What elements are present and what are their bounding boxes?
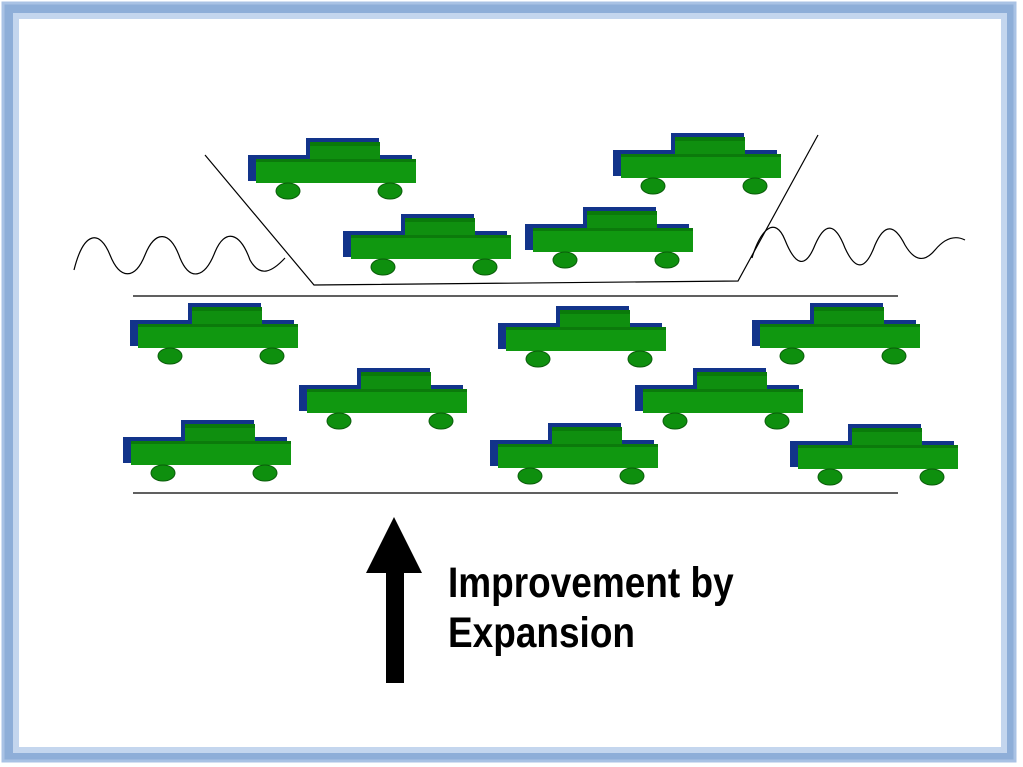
car bbox=[751, 302, 921, 365]
car bbox=[489, 422, 659, 485]
car bbox=[612, 132, 782, 195]
car bbox=[789, 423, 959, 486]
car bbox=[247, 137, 417, 200]
car bbox=[122, 419, 292, 482]
caption-line-2: Expansion bbox=[448, 609, 635, 657]
car bbox=[298, 367, 468, 430]
caption: Improvement by Expansion bbox=[448, 558, 809, 658]
wavy-line-left bbox=[73, 235, 286, 275]
car bbox=[524, 206, 694, 269]
car bbox=[129, 302, 299, 365]
wavy-line-right bbox=[751, 226, 966, 266]
up-arrow-icon bbox=[366, 517, 422, 683]
caption-line-1: Improvement by bbox=[448, 559, 734, 607]
car bbox=[342, 213, 512, 276]
expansion-area-outline bbox=[204, 134, 819, 286]
car bbox=[497, 305, 667, 368]
car bbox=[634, 367, 804, 430]
